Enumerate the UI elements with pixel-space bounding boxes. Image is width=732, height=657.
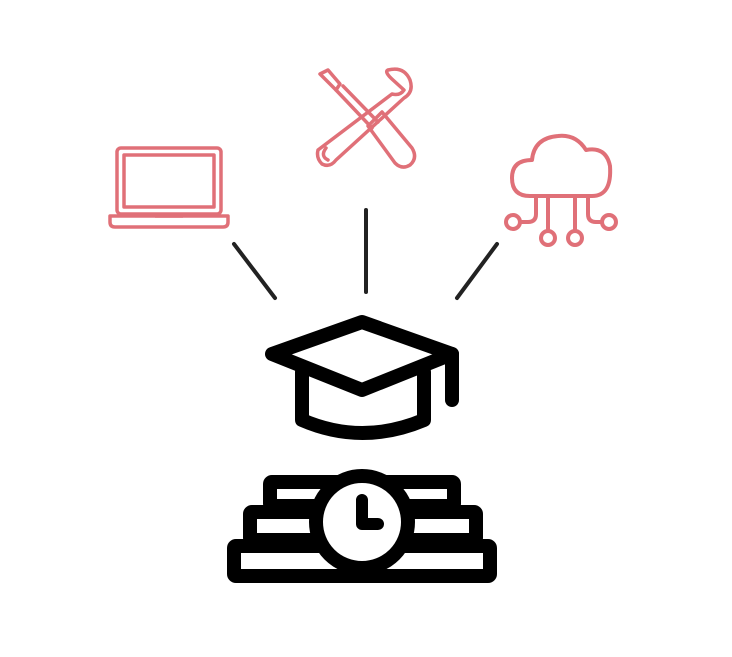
connector-right xyxy=(455,242,499,300)
tools-icon xyxy=(315,67,417,169)
connector-lines xyxy=(232,208,499,300)
cloud-network-icon xyxy=(504,133,618,247)
connector-left xyxy=(232,242,277,300)
coins-clock-icon xyxy=(227,469,497,583)
laptop-icon xyxy=(108,146,230,229)
graduation-cap-icon xyxy=(265,315,459,440)
